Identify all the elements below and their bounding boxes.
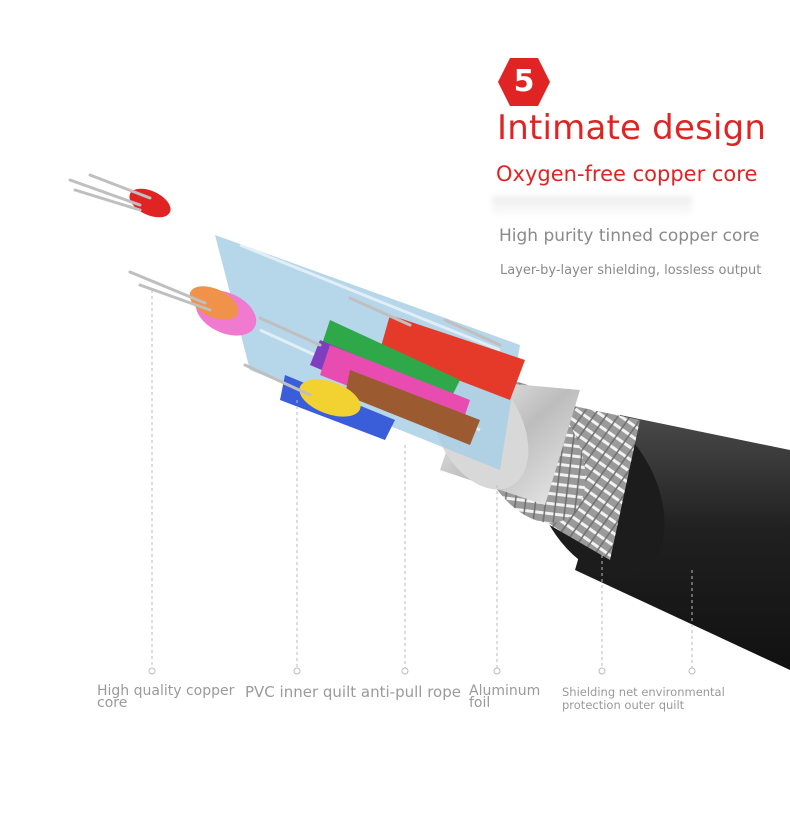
copper-strands [68,173,502,397]
layer-label-pvc-inner-quilt: PVC inner quilt anti-pull rope [245,683,461,701]
layer-label-aluminum-foil: Aluminum foil [469,683,541,711]
leader-dots [148,667,696,675]
badge-number: 5 [513,64,535,99]
page-subtitle: Oxygen-free copper core [496,162,758,186]
layer-label-copper-core: High quality copper core [97,683,235,711]
conductors [129,188,525,445]
page-title: Intimate design [497,108,767,148]
hexagon-badge-icon [498,58,550,106]
description-primary: High purity tinned copper core [499,226,760,246]
leader-lines [151,290,693,668]
layer-label-shielding-net: Shielding net environmental protection o… [562,685,725,712]
decorative-shadow [492,196,692,218]
description-secondary: Layer-by-layer shielding, lossless outpu… [500,263,762,278]
